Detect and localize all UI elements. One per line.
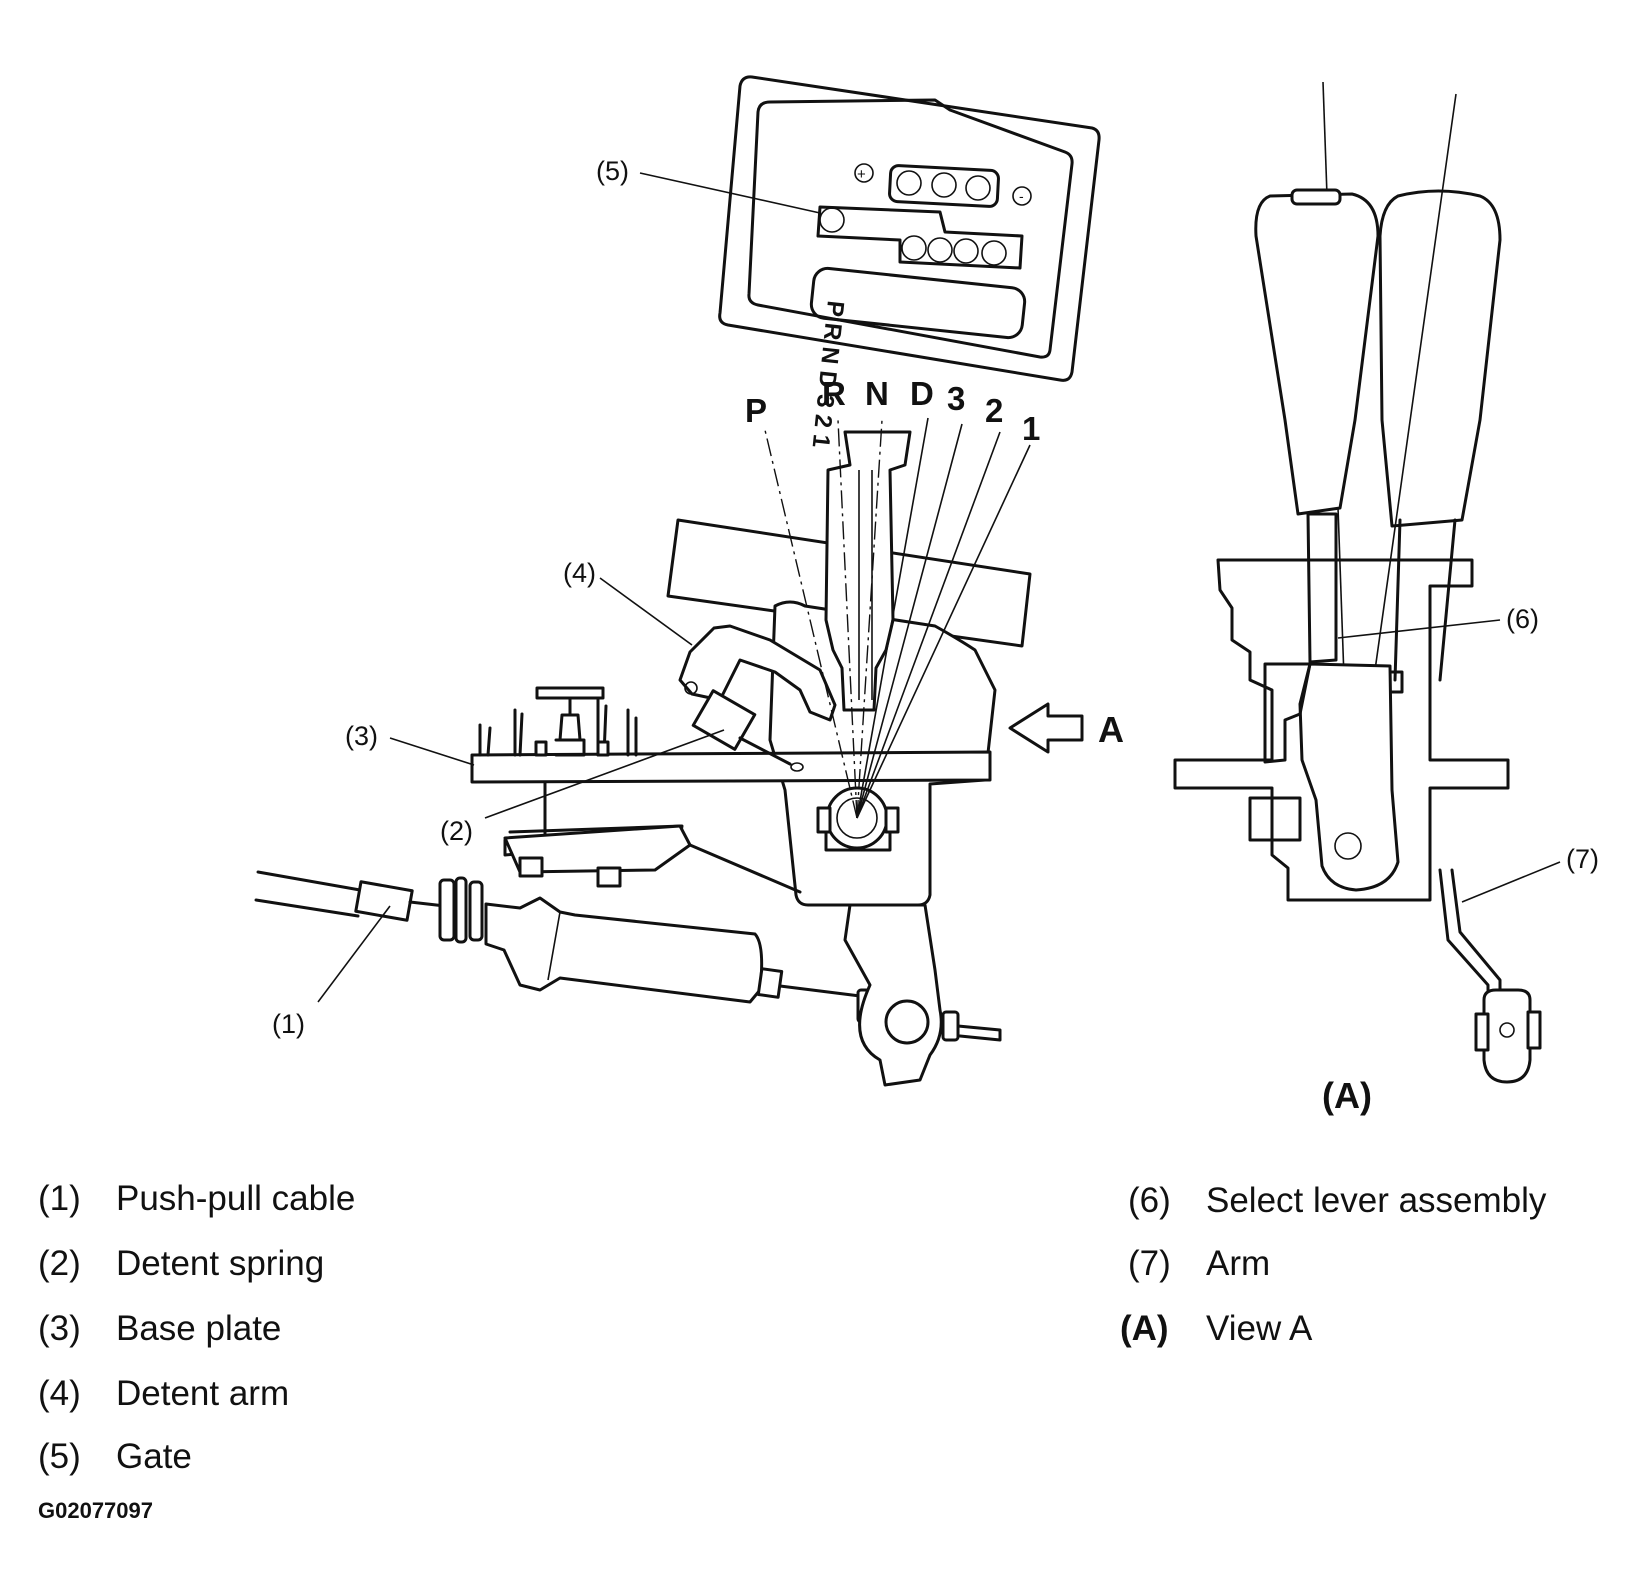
callout-3: (3) bbox=[345, 721, 378, 751]
view-a-arrow bbox=[1008, 702, 1084, 754]
callout-6: (6) bbox=[1506, 604, 1539, 634]
legend-num: (5) bbox=[38, 1437, 81, 1476]
legend-text: Arm bbox=[1206, 1244, 1271, 1283]
legend-text: Push-pull cable bbox=[116, 1179, 356, 1218]
legend-num: (7) bbox=[1128, 1244, 1171, 1283]
legend-num: (3) bbox=[38, 1309, 81, 1348]
legend-text: Select lever assembly bbox=[1206, 1181, 1547, 1220]
legend-num: (4) bbox=[38, 1374, 81, 1413]
callout-5: (5) bbox=[596, 156, 629, 186]
shift-label-d: D bbox=[910, 375, 934, 412]
callout-7: (7) bbox=[1566, 844, 1599, 874]
shifter-assembly bbox=[254, 430, 1032, 1087]
legend-text: Gate bbox=[116, 1437, 192, 1476]
position-rays bbox=[764, 417, 1031, 819]
legend-text: View A bbox=[1206, 1309, 1313, 1348]
figure-id: G02077097 bbox=[38, 1498, 153, 1523]
callout-4: (4) bbox=[563, 558, 596, 588]
view-a-drawing bbox=[1173, 81, 1542, 1084]
legend-num: (2) bbox=[38, 1244, 81, 1283]
svg-text:-: - bbox=[1019, 188, 1024, 204]
view-arrow-label: A bbox=[1098, 709, 1124, 750]
legend-num: (1) bbox=[38, 1179, 81, 1218]
shift-label-r: R bbox=[822, 375, 846, 412]
legend-num: (A) bbox=[1120, 1309, 1169, 1348]
legend-text: Base plate bbox=[116, 1309, 282, 1348]
view-a-title: (A) bbox=[1322, 1075, 1372, 1116]
shift-label-n: N bbox=[865, 375, 889, 412]
shift-label-2: 2 bbox=[985, 392, 1003, 429]
callout-2: (2) bbox=[440, 816, 473, 846]
legend-text: Detent arm bbox=[116, 1374, 290, 1413]
legend-text: Detent spring bbox=[116, 1244, 325, 1283]
callout-1: (1) bbox=[272, 1009, 305, 1039]
shift-label-3: 3 bbox=[947, 380, 965, 417]
legend-num: (6) bbox=[1128, 1181, 1171, 1220]
shift-label-p: P bbox=[745, 392, 767, 429]
shift-label-1: 1 bbox=[1022, 410, 1040, 447]
svg-text:+: + bbox=[857, 166, 866, 183]
